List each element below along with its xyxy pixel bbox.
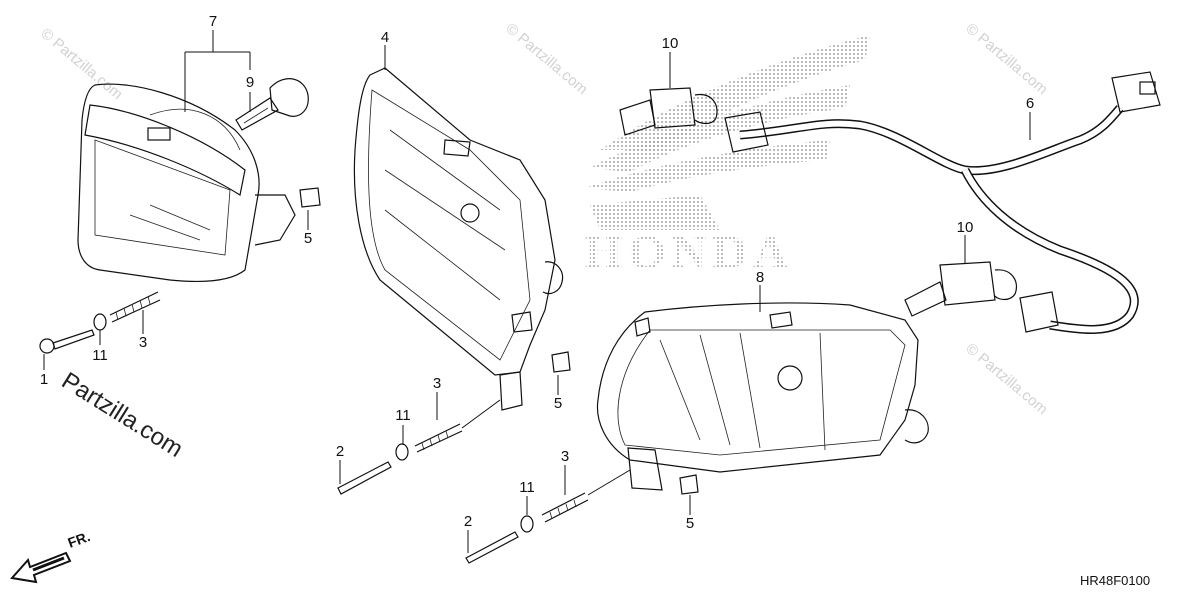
callout-5-left: 5: [304, 230, 312, 247]
watermark-top-left: © Partzilla.com: [37, 25, 125, 103]
callout-3-right: 3: [561, 448, 569, 465]
right-fasteners: [465, 469, 631, 564]
callout-7: 7: [209, 13, 217, 30]
left-headlight-assembly: [77, 83, 296, 283]
honda-logo-text: HONDA: [585, 226, 794, 279]
watermarks: © Partzilla.com © Partzilla.com © Partzi…: [37, 20, 1050, 418]
center-headlight-4: [353, 67, 564, 411]
watermark-mid-right: © Partzilla.com: [962, 340, 1050, 418]
callout-4: 4: [381, 29, 389, 46]
bulb-9: [235, 78, 309, 131]
clip-5-center: [551, 351, 571, 373]
bulb-10-top: [619, 87, 718, 136]
callout-10-right: 10: [957, 219, 974, 236]
callout-9: 9: [246, 74, 254, 91]
callout-2-right: 2: [464, 513, 472, 530]
callout-11-right: 11: [519, 479, 535, 496]
honda-wing-logo: HONDA: [585, 35, 870, 279]
partzilla-brand-watermark: Partzilla.com: [57, 367, 188, 463]
watermark-top-center: © Partzilla.com: [502, 20, 590, 98]
bulb-10-right: [904, 261, 1017, 317]
watermark-top-right: © Partzilla.com: [962, 20, 1050, 98]
callout-3-left: 3: [139, 334, 147, 351]
front-label: FR.: [66, 528, 93, 551]
leader-lines: [43, 30, 1031, 553]
right-headlight-8: [596, 302, 929, 491]
callout-11-left: 11: [92, 347, 108, 364]
callout-10-top: 10: [662, 35, 679, 52]
callout-3-center: 3: [433, 375, 441, 392]
clip-5-left: [299, 187, 321, 208]
left-fasteners: [39, 291, 161, 354]
center-fasteners: [337, 399, 501, 495]
callout-1: 1: [40, 371, 48, 388]
clip-5-right: [679, 474, 699, 495]
callout-8: 8: [756, 269, 764, 286]
callout-6: 6: [1026, 95, 1034, 112]
callout-5-right: 5: [686, 515, 694, 532]
wire-harness-6: [724, 71, 1161, 334]
diagram-code: HR48F0100: [1080, 573, 1150, 588]
callouts: 7 9 4 10 6 10 8 5 5 5 3 11 1 3 11 2 3 11…: [40, 13, 1034, 532]
callout-5-center: 5: [554, 395, 562, 412]
callout-11-center: 11: [395, 407, 411, 424]
callout-2-center: 2: [336, 443, 344, 460]
front-direction-indicator: FR.: [10, 528, 93, 584]
